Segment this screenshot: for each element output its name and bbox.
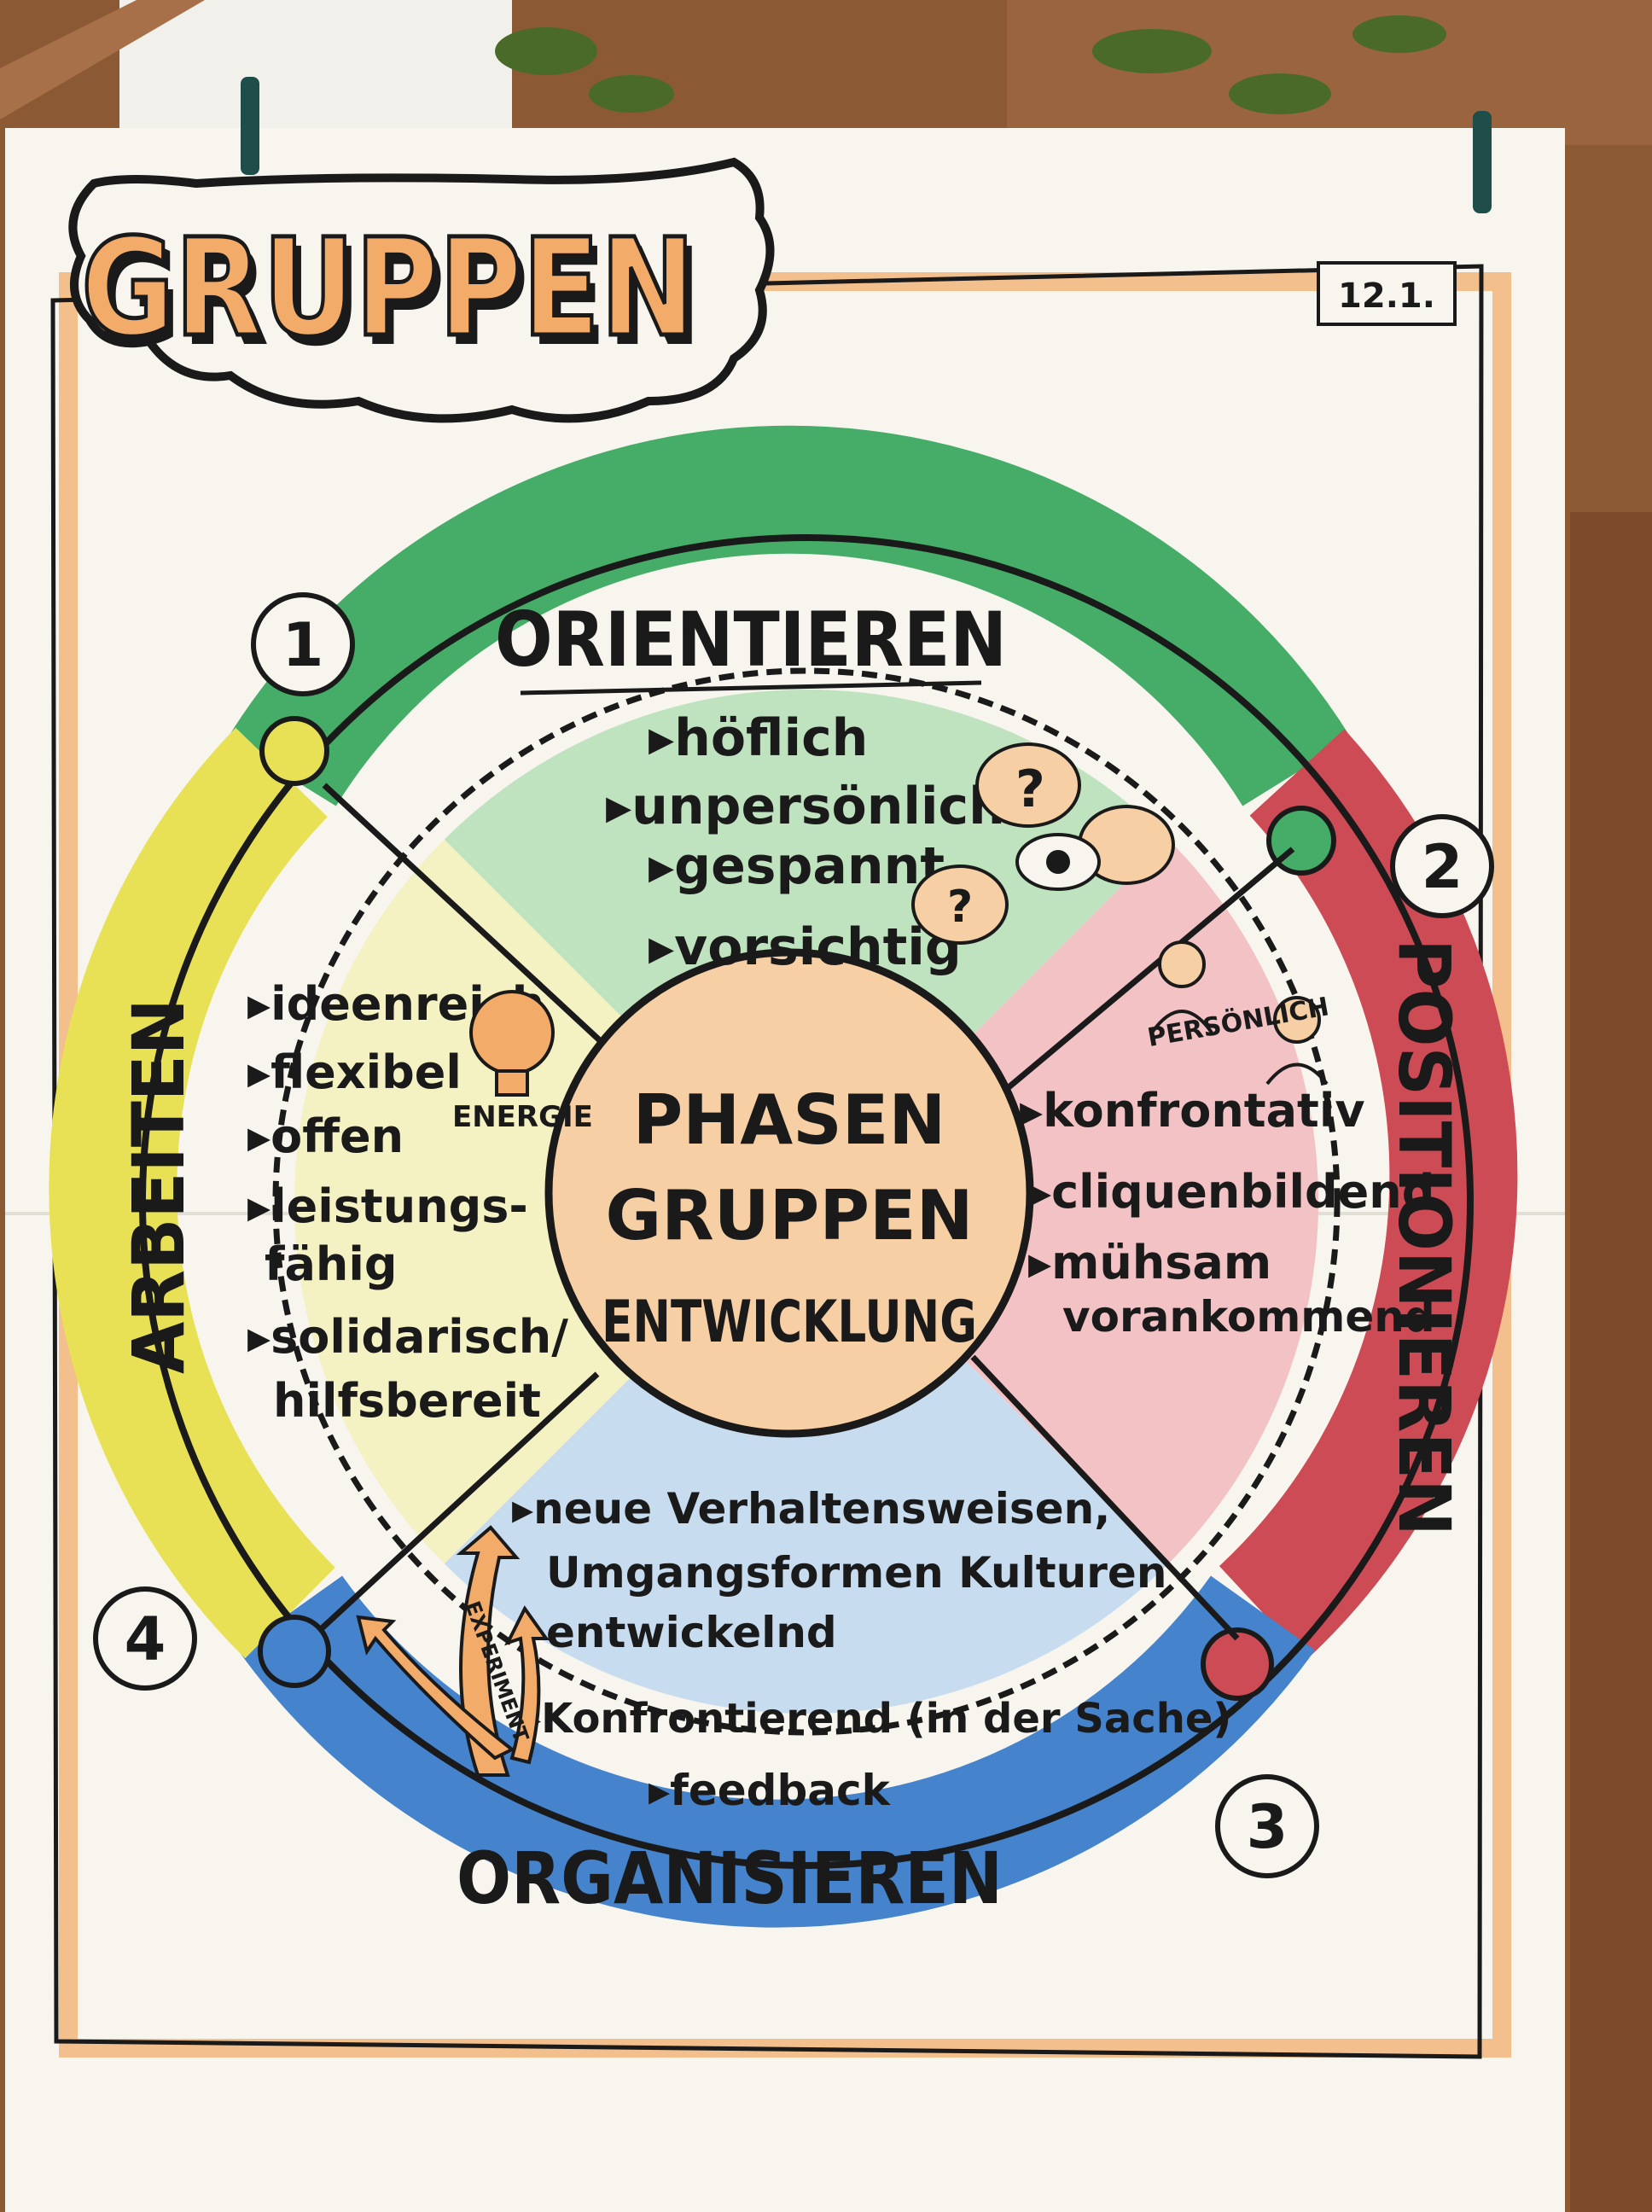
puzzle-knob-top-left	[259, 716, 329, 786]
inner-circle	[272, 667, 1341, 1736]
orientieren-item: ▸vorsichtig	[649, 917, 962, 977]
organisieren-item: entwickelnd	[546, 1608, 837, 1657]
arbeiten-item: hilfsbereit	[273, 1374, 541, 1428]
title-shadow: GRUPPEN	[88, 219, 702, 376]
center-line-2: GRUPPEN	[605, 1176, 973, 1255]
phase-number-circle-4	[93, 1586, 197, 1691]
ceiling-beam-right	[1007, 0, 1652, 145]
frame-line	[50, 264, 1484, 2059]
organisieren-item: ▸Konfrontierend (in der Sache)	[521, 1695, 1231, 1743]
phase-number-circle-3	[1215, 1774, 1319, 1878]
phase-number-circle-1	[251, 592, 355, 696]
phase-name-orientieren: ORIENTIEREN	[495, 596, 1007, 684]
center-line-1: PHASEN	[633, 1080, 946, 1160]
phase-number-4: 4	[125, 1604, 166, 1674]
arbeiten-item: ▸solidarisch/	[247, 1310, 568, 1364]
organisieren-item: ▸feedback	[649, 1766, 892, 1815]
ceiling-beam	[0, 0, 205, 119]
positionieren-item: ▸mühsam	[1028, 1236, 1271, 1289]
phase-number-3: 3	[1247, 1792, 1288, 1862]
binder-clip-right	[1473, 111, 1492, 213]
outer-circle	[139, 534, 1474, 1869]
people-conflict-doodle	[1150, 940, 1329, 1086]
orientieren-item: ▸höflich	[649, 708, 868, 768]
phase-name-positionieren: POSITIONIEREN	[1382, 939, 1466, 1536]
divider-bottom-right	[970, 1354, 1240, 1641]
thought-bubbles-doodle	[911, 742, 1175, 945]
side-wall	[1570, 512, 1652, 2212]
arbeiten-item: ▸offen	[247, 1109, 404, 1163]
binder-clip-left	[241, 77, 259, 175]
question-mark-icon: ?	[1015, 760, 1045, 819]
energie-badge: ENERGIE	[452, 1100, 593, 1134]
phase-name-organisieren: ORGANISIEREN	[457, 1837, 1003, 1920]
divider-top-left	[322, 783, 617, 1057]
puzzle-knob-bottom-left	[258, 1615, 331, 1688]
arbeiten-item: fähig	[265, 1237, 398, 1291]
plant-leaves	[495, 15, 1446, 114]
ring-arbeiten	[49, 727, 335, 1659]
page-title: GRUPPEN	[81, 210, 695, 367]
date-label: 12.1.	[1338, 276, 1435, 316]
question-mark-icon: ?	[947, 882, 973, 933]
organisieren-item: ▸neue Verhaltensweisen,	[512, 1484, 1110, 1534]
lightbulb-icon	[469, 990, 555, 1097]
window-light	[119, 0, 512, 141]
center-line-3: ENTWICKLUNG	[602, 1289, 977, 1356]
orientieren-item: ▸gespannt	[649, 836, 945, 896]
ring-orientieren	[227, 425, 1352, 806]
puzzle-knob-bottom-right	[1201, 1627, 1274, 1701]
positionieren-item: vorankommend	[1062, 1292, 1435, 1342]
orientieren-underline	[520, 680, 982, 696]
positionieren-item: ▸konfrontativ	[1020, 1084, 1365, 1138]
divider-top-right	[1000, 847, 1295, 1095]
date-box	[1317, 261, 1457, 326]
phase-number-2: 2	[1422, 832, 1463, 902]
phase-number-1: 1	[282, 610, 324, 680]
ring-positionieren	[1219, 729, 1518, 1660]
phase-name-arbeiten: ARBEITEN	[117, 998, 201, 1374]
arbeiten-item: ▸leistungs-	[247, 1179, 528, 1233]
arbeiten-item: ▸flexibel	[247, 1045, 462, 1099]
positionieren-item: ▸cliquenbildend	[1028, 1165, 1434, 1219]
orientieren-item: ▸unpersönlich	[606, 777, 1005, 836]
title-cloud	[68, 157, 775, 423]
phase-number-circle-2	[1390, 814, 1494, 918]
organisieren-item: Umgangsformen Kulturen	[546, 1548, 1166, 1598]
divider-bottom-left	[317, 1371, 600, 1633]
experiment-arrows-doodle	[356, 1525, 550, 1777]
center-circle	[544, 948, 1034, 1438]
